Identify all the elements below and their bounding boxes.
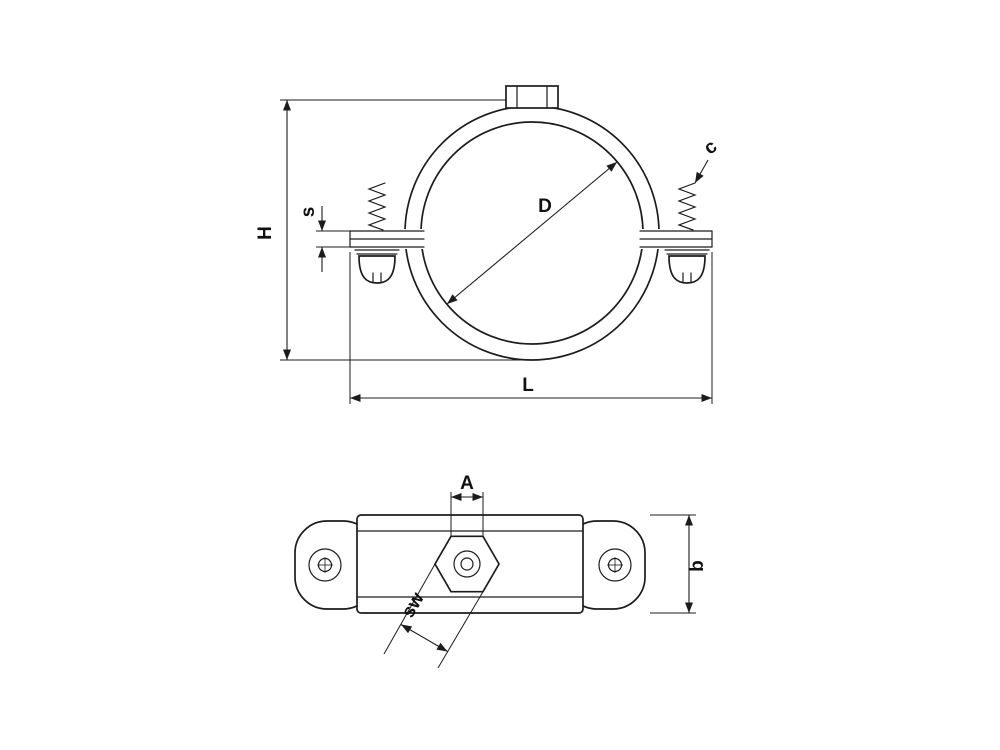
- right-tab-hole: [598, 548, 632, 582]
- dimension-s: s: [298, 206, 352, 272]
- right-screw: [664, 182, 710, 284]
- callout-c: c: [694, 136, 722, 184]
- front-view: H s D c L: [255, 85, 722, 404]
- right-hole-outer: [598, 548, 632, 582]
- left-flange: [349, 230, 425, 248]
- left-hole-outer: [308, 548, 342, 582]
- dim-label-b: b: [687, 560, 708, 572]
- dim-label-H: H: [255, 226, 276, 240]
- right-flange: [639, 230, 713, 248]
- nut-bore-inner: [460, 557, 474, 571]
- dim-label-s: s: [298, 207, 319, 218]
- left-tab-hole: [308, 548, 342, 582]
- dimension-A: A: [450, 473, 484, 536]
- dimension-b: b: [650, 514, 708, 614]
- right-screw-thread: [677, 182, 697, 231]
- dim-label-D: D: [538, 196, 552, 217]
- dimension-D: D: [446, 161, 618, 305]
- dim-label-c: c: [700, 136, 722, 159]
- dim-label-A: A: [460, 473, 474, 494]
- socket-body: [505, 85, 559, 109]
- dimension-H: H: [255, 99, 534, 361]
- left-screw-thread: [367, 182, 387, 231]
- left-screw-head: [358, 255, 396, 284]
- dim-D-line: [446, 161, 618, 305]
- nut-bore-outer: [453, 550, 481, 578]
- dim-sw-ext-1: [383, 563, 436, 655]
- plan-view: A b sw: [294, 473, 708, 669]
- top-socket: [505, 85, 559, 109]
- right-screw-head: [668, 255, 706, 284]
- dim-sw-line: [400, 624, 448, 652]
- callout-c-leader: [694, 159, 709, 184]
- left-screw: [354, 182, 400, 284]
- dim-sw-ext-2: [437, 591, 484, 669]
- dim-label-L: L: [522, 375, 534, 396]
- dimension-L: L: [349, 252, 713, 404]
